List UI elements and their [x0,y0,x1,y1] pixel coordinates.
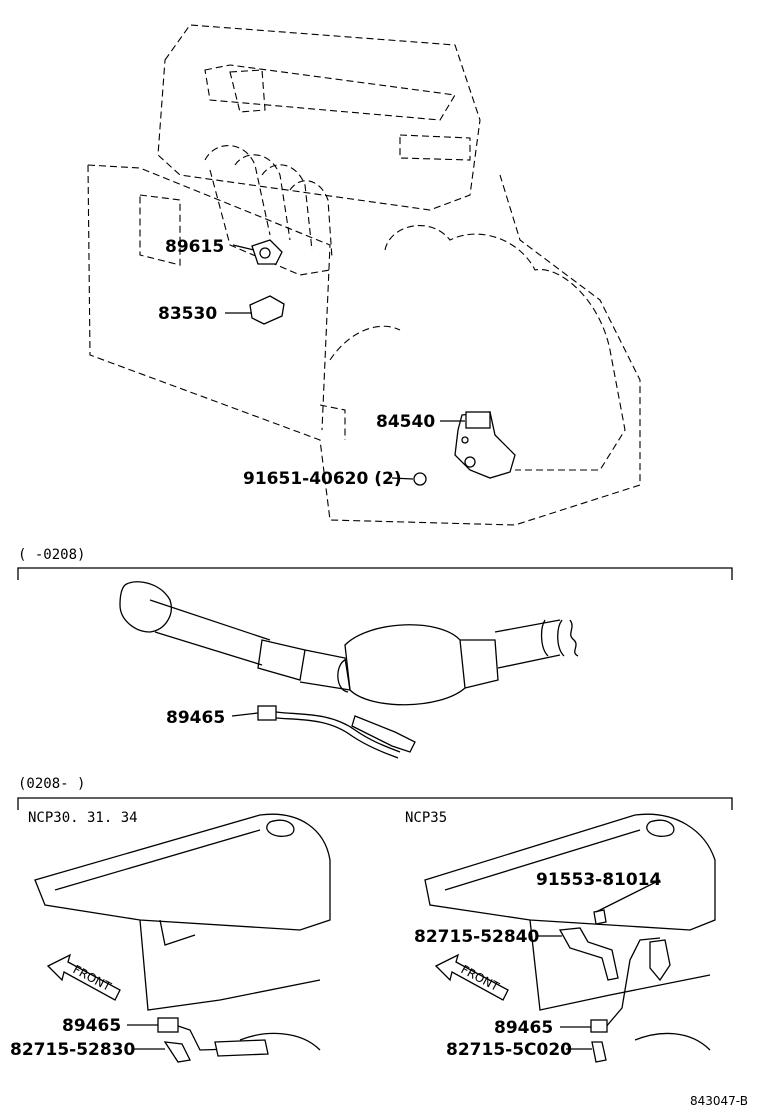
part-label-82715-5C020: 82715-5C020 [446,1040,572,1060]
part-label-91553-81014: 91553-81014 [536,870,662,890]
part-label-89615: 89615 [165,237,224,257]
clamp-82715-5C020-shape [591,1041,607,1063]
part-label-82715-52840: 82715-52840 [414,927,540,947]
engine-cover-left [34,813,331,1051]
engine-block-outline [87,24,641,526]
oxygen-sensor-89465-lower-left [157,1017,269,1057]
front-label-left: FRONT [71,962,114,994]
bolt-91651-shape [413,472,427,486]
part-label-82715-52830: 82715-52830 [10,1040,136,1060]
sensor-89615-shape [251,239,283,265]
section-range-after: (0208- ) [18,776,85,792]
variant-label-left: NCP30. 31. 34 [28,810,138,826]
part-label-89465-upper: 89465 [166,708,225,728]
bracket-82715-52840-shape [558,927,619,981]
section-range-before: ( -0208) [18,547,85,563]
oxygen-sensor-89465-upper [257,705,416,759]
part-label-83530: 83530 [158,304,217,324]
variant-label-right: NCP35 [405,810,447,826]
exhaust-pipe-drawing [119,581,579,706]
front-label-right: FRONT [459,962,502,994]
diagram-code: 843047-B [690,1094,748,1108]
front-arrow-right [434,953,509,1001]
front-arrow-left [46,953,121,1001]
part-label-89465-lower-right: 89465 [494,1018,553,1038]
part-label-91651-40620: 91651-40620 (2) [243,469,402,489]
sensor-83530-shape [249,295,285,325]
part-label-89465-lower-left: 89465 [62,1016,121,1036]
clamp-82715-52830-shape [163,1041,191,1063]
bolt-91553-81014-shape [593,909,607,925]
switch-84540-shape [454,411,516,479]
part-label-84540: 84540 [376,412,435,432]
engine-cover-right [424,813,716,1051]
oxygen-sensor-89465-lower-right [590,937,671,1033]
